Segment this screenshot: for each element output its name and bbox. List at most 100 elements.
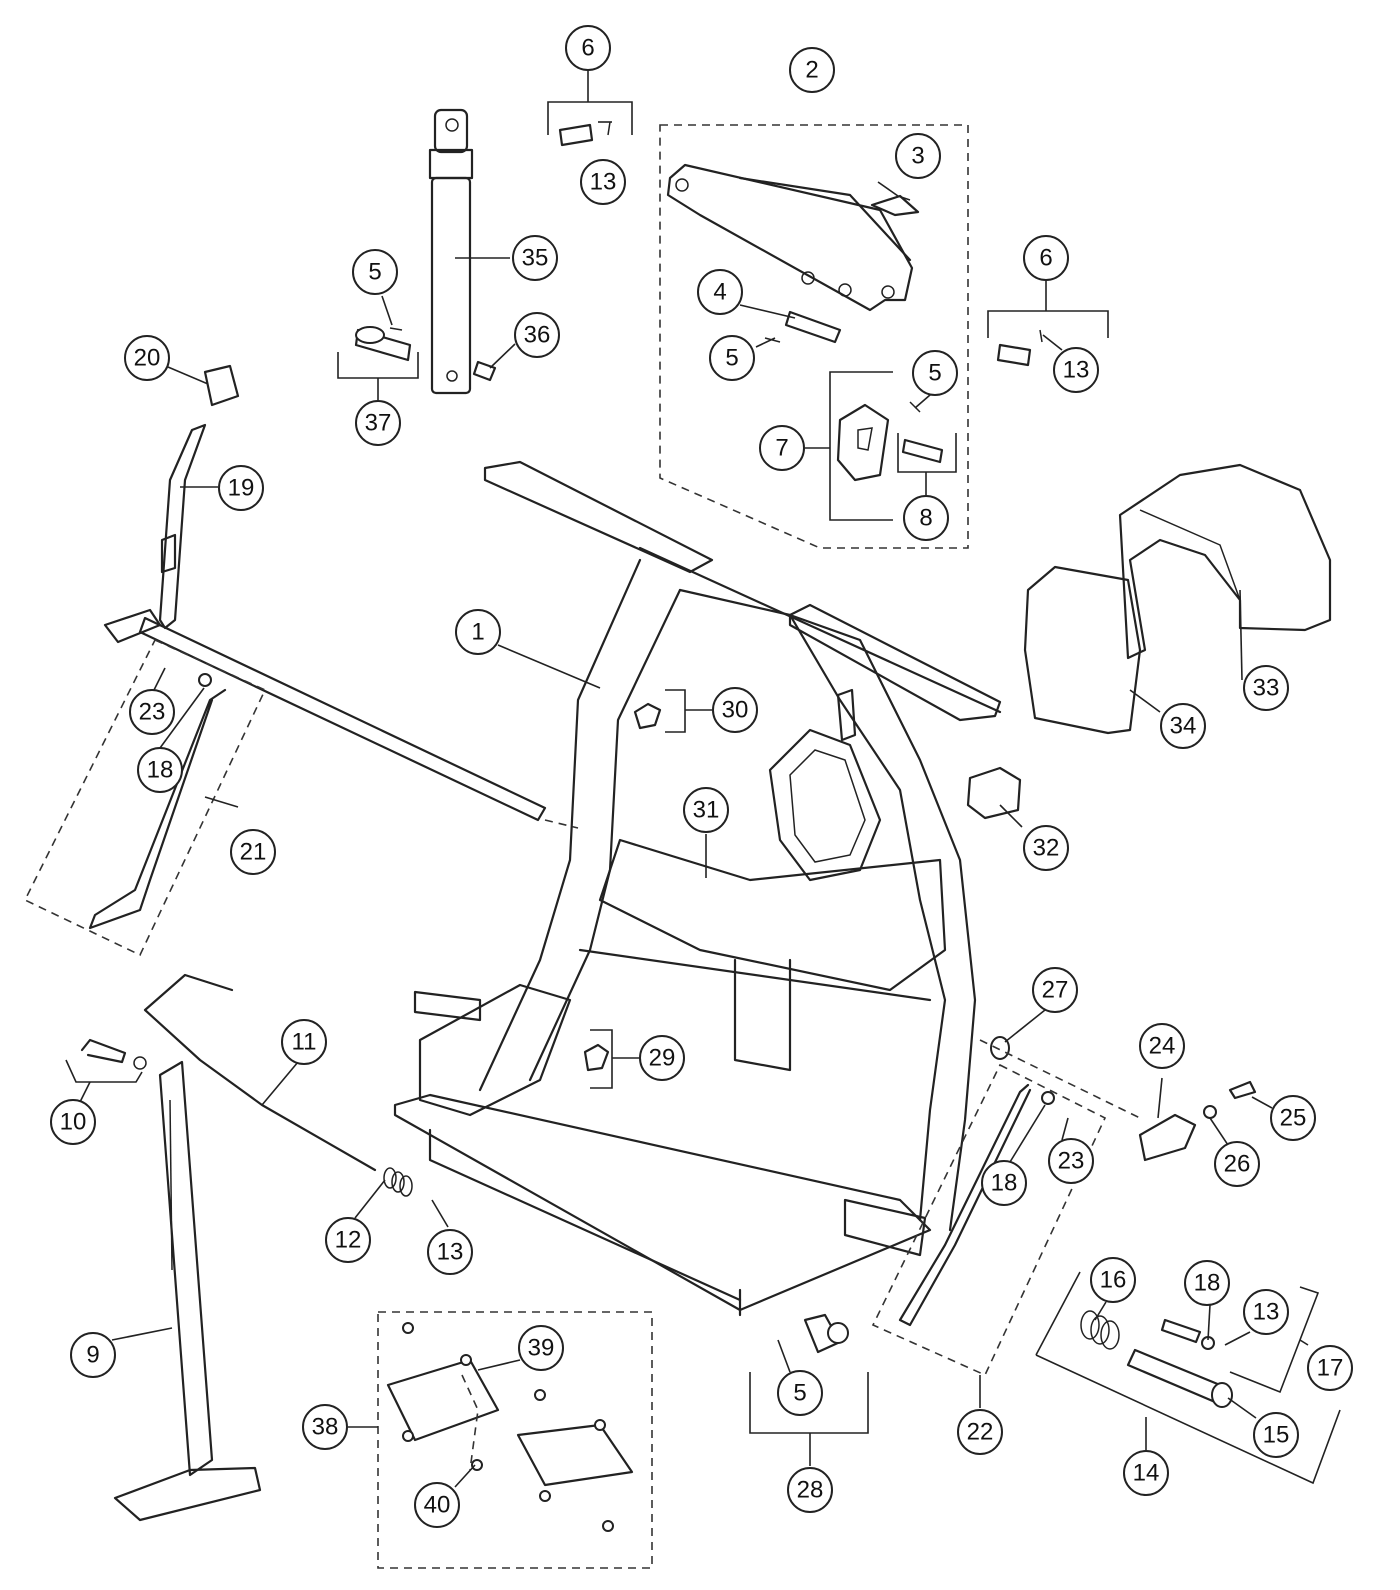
svg-text:4: 4 — [713, 279, 726, 306]
guide-blocks — [386, 1322, 634, 1532]
callout-12: 12 — [325, 1217, 371, 1263]
svg-text:34: 34 — [1170, 713, 1197, 740]
svg-text:5: 5 — [368, 259, 381, 286]
hitch-pin-10 — [80, 1038, 147, 1070]
svg-text:8: 8 — [919, 505, 932, 532]
bracket-pin-24 — [1138, 1080, 1257, 1162]
svg-text:13: 13 — [590, 169, 617, 196]
callout-11: 11 — [281, 1019, 327, 1065]
svg-text:29: 29 — [649, 1045, 676, 1072]
svg-text:10: 10 — [60, 1109, 87, 1136]
callout-13-spring: 13 — [427, 1229, 473, 1275]
lift-cylinder — [428, 108, 474, 395]
svg-text:3: 3 — [911, 143, 924, 170]
svg-text:26: 26 — [1224, 1151, 1251, 1178]
pins-and-hardware — [203, 121, 1043, 407]
svg-text:5: 5 — [725, 345, 738, 372]
callout-36: 36 — [514, 312, 560, 358]
svg-text:24: 24 — [1149, 1033, 1176, 1060]
callout-10: 10 — [50, 1099, 96, 1145]
svg-text:6: 6 — [1039, 245, 1052, 272]
callout-4: 4 — [697, 269, 743, 315]
svg-text:32: 32 — [1033, 835, 1060, 862]
callout-23-right: 23 — [1048, 1138, 1094, 1184]
svg-text:30: 30 — [722, 697, 749, 724]
callout-40: 40 — [414, 1482, 460, 1528]
svg-text:1: 1 — [471, 619, 484, 646]
svg-text:28: 28 — [797, 1477, 824, 1504]
svg-text:18: 18 — [991, 1170, 1018, 1197]
callout-8: 8 — [903, 495, 949, 541]
pull-rod-11 — [143, 973, 377, 1172]
svg-text:33: 33 — [1253, 675, 1280, 702]
callout-19: 19 — [218, 465, 264, 511]
assembly-outlines — [23, 124, 1141, 1569]
callout-13-right: 13 — [1053, 347, 1099, 393]
callout-22: 22 — [957, 1409, 1003, 1455]
svg-text:18: 18 — [1194, 1270, 1221, 1297]
svg-text:16: 16 — [1100, 1267, 1127, 1294]
callout-15: 15 — [1253, 1412, 1299, 1458]
svg-text:39: 39 — [528, 1335, 555, 1362]
spring-pin-assembly — [1080, 1310, 1233, 1408]
callout-34: 34 — [1160, 703, 1206, 749]
callout-27: 27 — [1032, 967, 1078, 1013]
svg-text:22: 22 — [967, 1419, 994, 1446]
callout-39: 39 — [518, 1325, 564, 1371]
callout-31: 31 — [683, 787, 729, 833]
svg-text:36: 36 — [524, 322, 551, 349]
callout-5-latch: 5 — [912, 350, 958, 396]
callout-13-pin: 13 — [1243, 1289, 1289, 1335]
svg-text:2: 2 — [805, 57, 818, 84]
svg-text:20: 20 — [134, 345, 161, 372]
svg-text:25: 25 — [1280, 1105, 1307, 1132]
callout-5-arm: 5 — [709, 335, 755, 381]
svg-text:23: 23 — [1058, 1148, 1085, 1175]
main-frame — [393, 460, 1002, 1317]
svg-text:14: 14 — [1133, 1460, 1160, 1487]
svg-text:13: 13 — [437, 1239, 464, 1266]
callout-2: 2 — [789, 47, 835, 93]
washer-27 — [990, 1036, 1010, 1060]
callout-1: 1 — [455, 609, 501, 655]
callout-5-cylinder: 5 — [352, 249, 398, 295]
svg-text:9: 9 — [86, 1342, 99, 1369]
svg-text:12: 12 — [335, 1227, 362, 1254]
svg-text:21: 21 — [240, 839, 267, 866]
callout-14: 14 — [1123, 1450, 1169, 1496]
svg-text:19: 19 — [228, 475, 255, 502]
callout-25: 25 — [1270, 1095, 1316, 1141]
leader-lines — [65, 70, 1341, 1488]
callout-37: 37 — [355, 400, 401, 446]
bumper-block — [966, 766, 1022, 820]
clamps — [583, 702, 662, 1072]
callout-5-pin: 5 — [777, 1370, 823, 1416]
callout-38: 38 — [302, 1404, 348, 1450]
svg-text:6: 6 — [581, 35, 594, 62]
callout-20: 20 — [124, 335, 170, 381]
svg-text:17: 17 — [1317, 1355, 1344, 1382]
callout-18-pin: 18 — [1184, 1260, 1230, 1306]
svg-text:23: 23 — [139, 699, 166, 726]
callout-6-right: 6 — [1023, 235, 1069, 281]
spring-12 — [383, 1167, 413, 1197]
callout-32: 32 — [1023, 825, 1069, 871]
hood-cover — [1023, 463, 1332, 735]
callout-33: 33 — [1243, 665, 1289, 711]
callout-18-left: 18 — [137, 747, 183, 793]
callout-26: 26 — [1214, 1141, 1260, 1187]
callout-18-right: 18 — [981, 1160, 1027, 1206]
callout-24: 24 — [1139, 1023, 1185, 1069]
svg-text:5: 5 — [793, 1380, 806, 1407]
svg-text:27: 27 — [1042, 977, 1069, 1004]
svg-text:35: 35 — [522, 245, 549, 272]
callout-16: 16 — [1090, 1257, 1136, 1303]
callout-23-left: 23 — [129, 689, 175, 735]
pivot-arm-assembly — [666, 163, 920, 312]
callout-17: 17 — [1307, 1345, 1353, 1391]
svg-text:38: 38 — [312, 1414, 339, 1441]
svg-text:5: 5 — [928, 360, 941, 387]
callout-29: 29 — [639, 1035, 685, 1081]
callout-7: 7 — [759, 425, 805, 471]
